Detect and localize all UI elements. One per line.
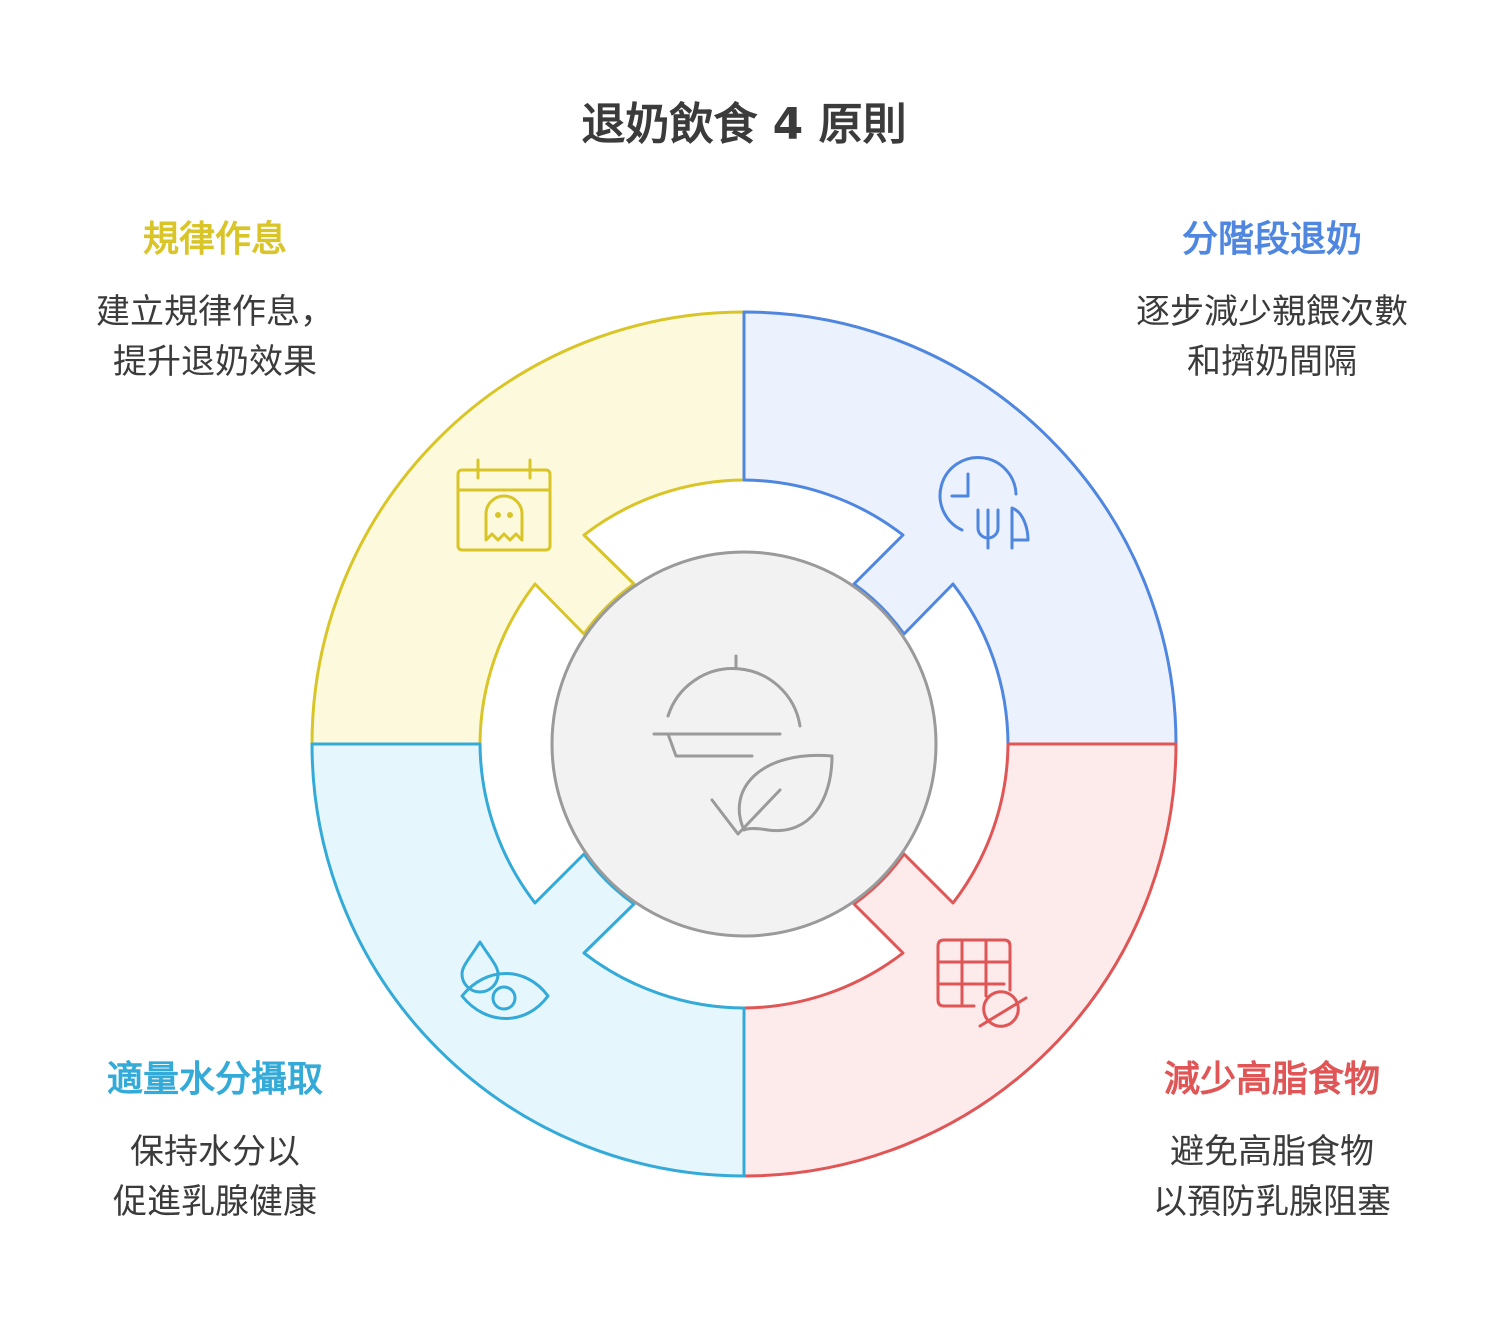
heading-bottom-left: 適量水分攝取 <box>106 1059 323 1100</box>
dish-leaf-icon <box>652 654 834 836</box>
grid-no-fat-icon <box>936 938 1028 1028</box>
description-top-left: 建立規律作息， 提升退奶效果 <box>0 287 435 387</box>
page-title: 退奶飲食 4 原則 <box>581 99 907 150</box>
label-bottom-left: 適量水分攝取 保持水分以 促進乳腺健康 <box>0 1055 435 1227</box>
description-line: 保持水分以 <box>130 1132 300 1172</box>
heading-bottom-right: 減少高脂食物 <box>1163 1059 1380 1100</box>
description-line: 提升退奶效果 <box>113 342 317 382</box>
heading-top-right: 分階段退奶 <box>1181 219 1362 260</box>
description-line: 避免高脂食物 <box>1170 1132 1374 1172</box>
description-line: 促進乳腺健康 <box>113 1182 317 1222</box>
description-bottom-right: 避免高脂食物 以預防乳腺阻塞 <box>1052 1127 1488 1227</box>
label-top-right: 分階段退奶 逐步減少親餵次數 和擠奶間隔 <box>1052 215 1488 387</box>
label-top-left: 規律作息 建立規律作息， 提升退奶效果 <box>0 215 435 387</box>
segment-bottom-left <box>310 742 746 1178</box>
label-bottom-right: 減少高脂食物 避免高脂食物 以預防乳腺阻塞 <box>1052 1055 1488 1227</box>
center-circle <box>550 550 938 938</box>
heading-top-left: 規律作息 <box>142 219 287 260</box>
droplet-eye-icon <box>460 940 550 1020</box>
description-bottom-left: 保持水分以 促進乳腺健康 <box>0 1127 435 1227</box>
description-line: 和擠奶間隔 <box>1187 342 1357 382</box>
description-line: 逐步減少親餵次數 <box>1136 292 1408 332</box>
calendar-ghost-icon <box>456 458 552 552</box>
description-top-right: 逐步減少親餵次數 和擠奶間隔 <box>1052 287 1488 387</box>
description-line: 建立規律作息， <box>96 292 334 332</box>
description-line: 以預防乳腺阻塞 <box>1153 1182 1391 1222</box>
clock-utensils-icon <box>938 456 1030 550</box>
